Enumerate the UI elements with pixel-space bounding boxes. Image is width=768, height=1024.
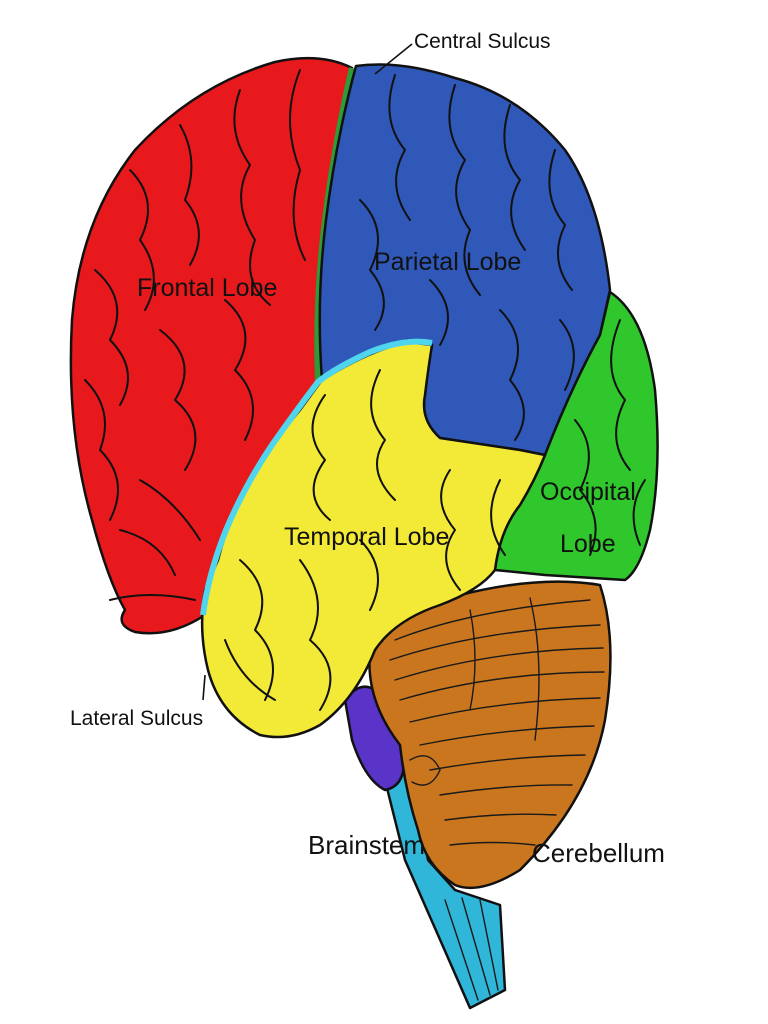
lateral-sulcus-line	[200, 338, 433, 616]
occipital-lobe	[493, 290, 659, 582]
pons-shape	[343, 685, 406, 792]
central-sulcus-leader	[374, 43, 413, 75]
occipital-lobe-label-line1: Occipital	[540, 478, 636, 506]
central-sulcus-label: Central Sulcus	[414, 30, 551, 53]
cerebellum-shape	[368, 580, 612, 890]
lateral-sulcus-label: Lateral Sulcus	[70, 707, 203, 730]
brainstem-label: Brainstem	[308, 830, 425, 860]
cerebellum	[368, 580, 612, 890]
cerebellum-label: Cerebellum	[532, 838, 665, 868]
frontal-lobe-label: Frontal Lobe	[137, 274, 277, 302]
parietal-lobe-label: Parietal Lobe	[374, 248, 521, 276]
occipital-lobe-label-line2: Lobe	[560, 530, 616, 558]
temporal-lobe-label: Temporal Lobe	[284, 523, 449, 551]
occipital-lobe-shape	[493, 290, 659, 582]
lateral-sulcus-leader	[202, 674, 206, 701]
